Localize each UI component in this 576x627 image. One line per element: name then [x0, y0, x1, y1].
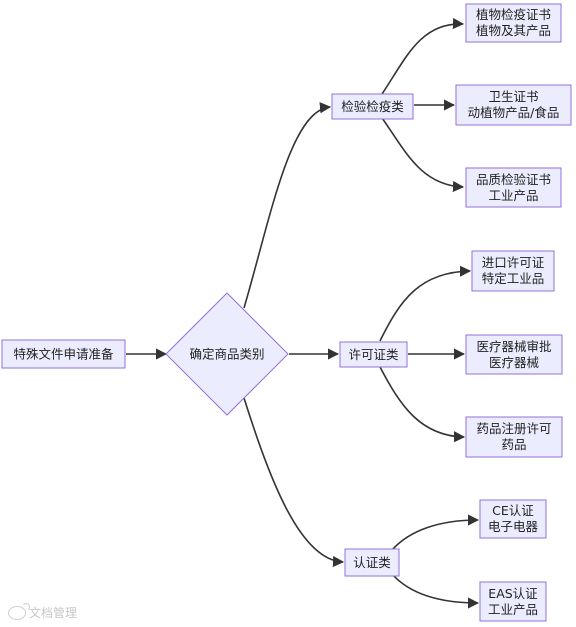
node-eas-line1: EAS认证: [488, 586, 538, 601]
edges: [126, 17, 480, 609]
node-inspection-label: 检验检疫类: [341, 99, 404, 114]
node-health-line1: 卫生证书: [488, 89, 538, 104]
node-certification[interactable]: 认证类: [344, 548, 400, 577]
node-quality-line1: 品质检验证书: [476, 172, 551, 187]
node-ce[interactable]: CE认证 电子电器: [479, 499, 547, 539]
node-classify-label: 确定商品类别: [189, 347, 264, 362]
watermark-text: 文档管理: [29, 606, 78, 620]
node-certification-label: 认证类: [353, 555, 391, 570]
node-drug-line1: 药品注册许可: [476, 421, 551, 436]
node-eas[interactable]: EAS认证 工业产品: [479, 581, 547, 622]
edge-classify-inspection: [243, 102, 332, 309]
node-license-label: 许可证类: [348, 347, 399, 362]
node-medical-line2: 医疗器械: [489, 355, 540, 370]
node-quality-line2: 工业产品: [488, 188, 538, 203]
watermark-logo-icon: [8, 602, 30, 620]
edge-cert-ce: [391, 514, 480, 551]
watermark: 文档管理: [8, 602, 78, 621]
edge-inspection-phyto: [381, 17, 465, 95]
node-medical-line1: 医疗器械审批: [476, 339, 551, 354]
node-prepare-label: 特殊文件申请准备: [13, 347, 114, 362]
node-license[interactable]: 许可证类: [339, 341, 408, 368]
node-import-license-line2: 特定工业品: [482, 271, 545, 286]
node-quality[interactable]: 品质检验证书 工业产品: [465, 167, 562, 208]
node-import-license[interactable]: 进口许可证 特定工业品: [471, 250, 555, 292]
node-health[interactable]: 卫生证书 动植物产品/食品: [455, 84, 572, 126]
edge-cert-eas: [391, 573, 480, 609]
node-phyto-line2: 植物及其产品: [476, 23, 551, 38]
node-health-line2: 动植物产品/食品: [468, 105, 560, 120]
node-phyto[interactable]: 植物检疫证书 植物及其产品: [465, 3, 562, 43]
node-import-license-line1: 进口许可证: [482, 255, 545, 270]
node-ce-line2: 电子电器: [488, 519, 539, 534]
edge-classify-certification: [243, 397, 345, 568]
edge-license-import: [379, 265, 472, 342]
node-prepare[interactable]: 特殊文件申请准备: [1, 339, 126, 369]
node-drug-line2: 药品: [501, 437, 526, 452]
node-drug[interactable]: 药品注册许可 药品: [465, 416, 563, 458]
node-classify[interactable]: 确定商品类别: [165, 292, 289, 416]
edge-license-drug: [379, 366, 466, 443]
node-eas-line2: 工业产品: [488, 602, 538, 617]
node-phyto-line1: 植物检疫证书: [476, 7, 551, 22]
edge-inspection-quality: [381, 117, 465, 193]
node-inspection[interactable]: 检验检疫类: [331, 93, 414, 120]
node-ce-line1: CE认证: [492, 503, 534, 518]
node-medical[interactable]: 医疗器械审批 医疗器械: [465, 334, 563, 375]
